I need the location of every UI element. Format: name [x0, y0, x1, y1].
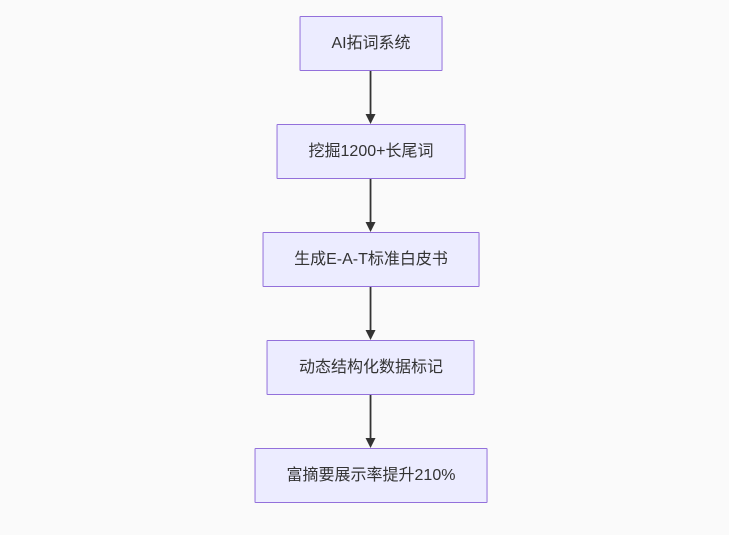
flow-node-longtail-keywords: 挖掘1200+长尾词: [276, 124, 466, 179]
down-arrow-icon: [366, 287, 376, 340]
flow-node-ai-expansion-system: AI拓词系统: [299, 16, 443, 71]
flow-node-structured-data-markup: 动态结构化数据标记: [266, 340, 475, 395]
flowchart-column: AI拓词系统 挖掘1200+长尾词 生成E-A-T标准白皮书 动态结构化数据标记…: [254, 16, 488, 503]
down-arrow-icon: [366, 395, 376, 448]
flow-node-rich-snippet-rate: 富摘要展示率提升210%: [254, 448, 488, 503]
down-arrow-icon: [366, 179, 376, 232]
down-arrow-icon: [366, 71, 376, 124]
flow-node-eat-whitepaper: 生成E-A-T标准白皮书: [262, 232, 480, 287]
